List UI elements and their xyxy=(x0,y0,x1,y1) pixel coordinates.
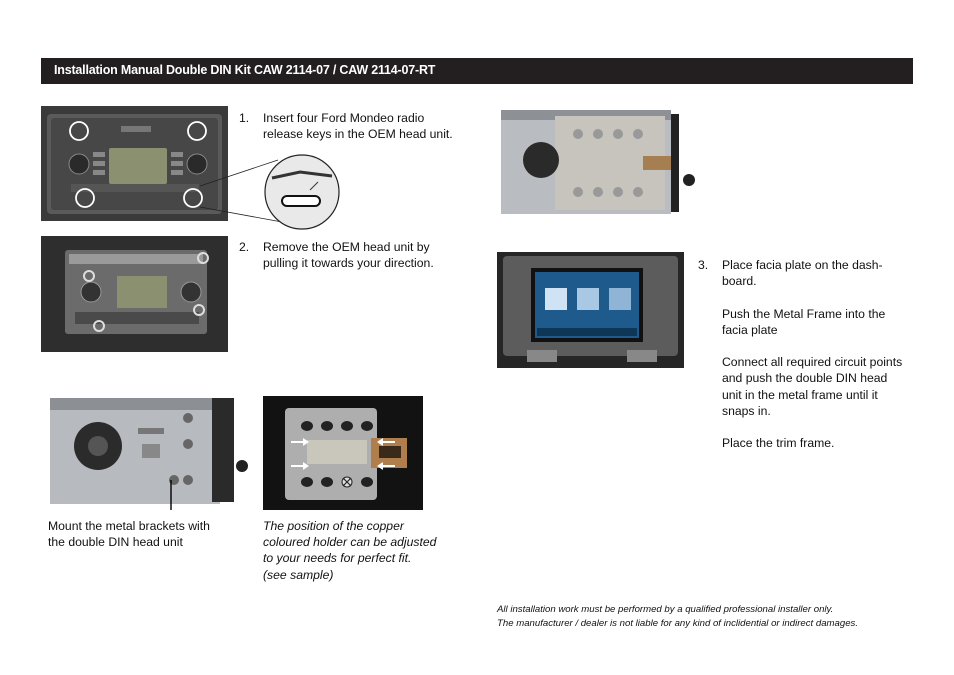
holder-caption-line-4: (see sample) xyxy=(263,567,334,582)
step-1: 1. Insert four Ford Mondeo radio release… xyxy=(239,110,479,144)
holder-caption-line-3: to your needs for perfect fit. xyxy=(263,551,412,566)
step-3: 3. Place facia plate on the dash- board.… xyxy=(698,257,928,457)
holder-caption-line-1: The position of the copper xyxy=(263,519,404,533)
bracket-caption-line-1: Mount the metal brackets with xyxy=(48,519,210,533)
step-2-number: 2. xyxy=(239,240,250,254)
step-2: 2. Remove the OEM head unit by pulling i… xyxy=(239,239,479,273)
step-3-p3-line-4: snaps in. xyxy=(722,403,771,418)
installed-screen-photo xyxy=(497,252,684,368)
step-3-p3-line-1: Connect all required circuit points xyxy=(722,355,903,370)
step-3-number: 3. xyxy=(698,258,709,272)
step-3-p1-line-2: board. xyxy=(722,274,757,289)
page-title: Installation Manual Double DIN Kit CAW 2… xyxy=(54,63,436,77)
step-2-line-1: Remove the OEM head unit by xyxy=(263,240,430,254)
bracket-caption-line-2: the double DIN head unit xyxy=(48,535,183,550)
title-bar: Installation Manual Double DIN Kit CAW 2… xyxy=(41,58,913,84)
holder-caption: The position of the copper coloured hold… xyxy=(263,518,463,583)
oem-head-unit-photo xyxy=(41,106,228,221)
disclaimer-line-1: All installation work must be performed … xyxy=(497,604,834,615)
pull-head-unit-photo xyxy=(41,236,228,352)
step-3-p2-line-1: Push the Metal Frame into the xyxy=(722,306,886,321)
step-1-line-2: release keys in the OEM head unit. xyxy=(263,127,453,142)
disclaimer-line-2: The manufacturer / dealer is not liable … xyxy=(497,618,859,629)
holder-caption-line-2: coloured holder can be adjusted xyxy=(263,535,437,550)
disclaimer: All installation work must be performed … xyxy=(497,603,917,631)
step-3-p3-line-3: unit in the metal frame until it xyxy=(722,387,878,402)
bracket-caption: Mount the metal brackets with the double… xyxy=(48,518,248,550)
step-1-number: 1. xyxy=(239,111,250,125)
step-3-p4-line-1: Place the trim frame. xyxy=(722,436,835,451)
copper-holder-photo xyxy=(263,396,423,510)
bracket-head-unit-photo xyxy=(48,394,250,512)
step-2-line-2: pulling it towards your direction. xyxy=(263,256,434,271)
step-3-p3-line-2: and push the double DIN head xyxy=(722,371,888,386)
step-3-p1-line-1: Place facia plate on the dash- xyxy=(722,258,883,272)
step-3-p2-line-2: facia plate xyxy=(722,322,778,337)
step-1-line-1: Insert four Ford Mondeo radio xyxy=(263,111,425,125)
metal-frame-photo xyxy=(493,104,698,219)
